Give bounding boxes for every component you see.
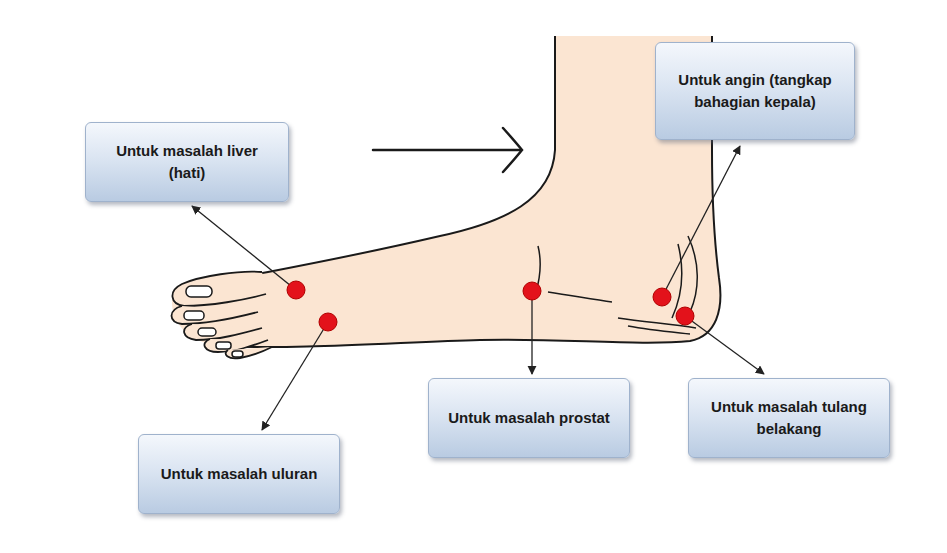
toes [172, 272, 273, 359]
callout-box: Untuk masalah liver (hati) [85, 122, 289, 202]
callout-box: Untuk masalah tulang belakang [688, 378, 890, 458]
ankle-lines [536, 236, 697, 334]
callout-text: Untuk masalah prostat [448, 407, 610, 429]
callout-text: Untuk masalah uluran [161, 463, 318, 485]
callout-box: Untuk angin (tangkap bahagian kepala) [655, 42, 855, 140]
direction-arrow [373, 128, 522, 172]
callout-box: Untuk masalah uluran [138, 434, 340, 514]
callout-box: Untuk masalah prostat [428, 378, 630, 458]
callout-text: Untuk masalah tulang belakang [703, 396, 875, 440]
callout-text: Untuk masalah liver (hati) [100, 140, 274, 184]
callout-text: Untuk angin (tangkap bahagian kepala) [670, 69, 840, 113]
pressure-points [287, 281, 694, 331]
toenails [184, 286, 243, 357]
